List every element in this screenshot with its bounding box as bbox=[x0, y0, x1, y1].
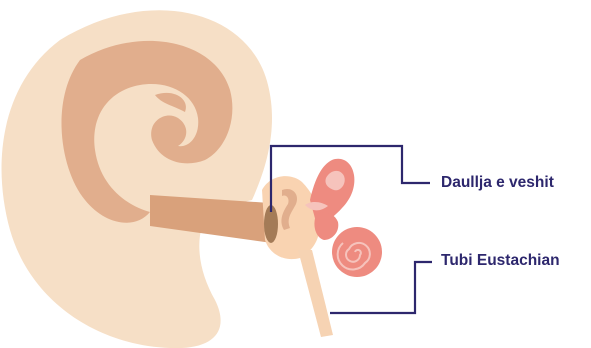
eustachian-tube bbox=[298, 250, 333, 337]
eardrum-label: Daullja e veshit bbox=[441, 174, 554, 192]
eustachian-tube-label: Tubi Eustachian bbox=[441, 252, 560, 270]
